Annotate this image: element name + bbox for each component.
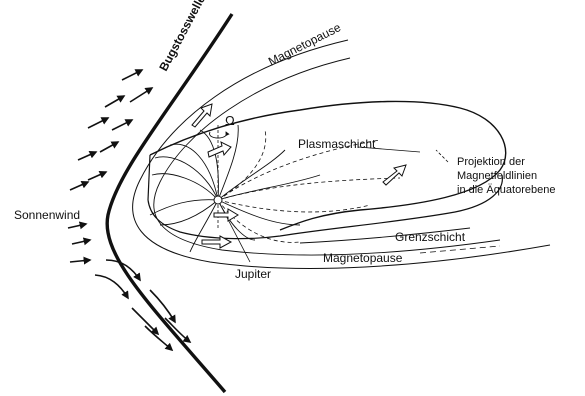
hollow-arrow-tail [383,165,406,185]
omega-label: Ω [225,113,235,128]
jupiter-label: Jupiter [235,267,271,281]
solar-wind-arrows [68,70,190,350]
projection-label-line2: Magnetfeldlinien [457,170,537,182]
projection-label-line1: Projektion der [457,156,525,168]
plasma-sheet-left-edge [148,155,150,200]
magnetopause-bottom-label: Magnetopause [323,251,403,265]
jupiter-planet [214,196,222,204]
projection-pointer-line [436,150,448,162]
magnetopause-dash-line [420,246,500,253]
boundary-layer-label: Grenzschicht [395,230,466,244]
solar-wind-label: Sonnenwind [14,208,80,222]
hollow-arrow-mid [208,142,231,157]
magnetopause-inner-curve [154,58,500,255]
plasma-sheet-label: Plasmaschicht [298,137,376,151]
projection-label-line3: in die Äquatorebene [457,184,555,196]
magnetopause-outer-curve [133,40,550,268]
